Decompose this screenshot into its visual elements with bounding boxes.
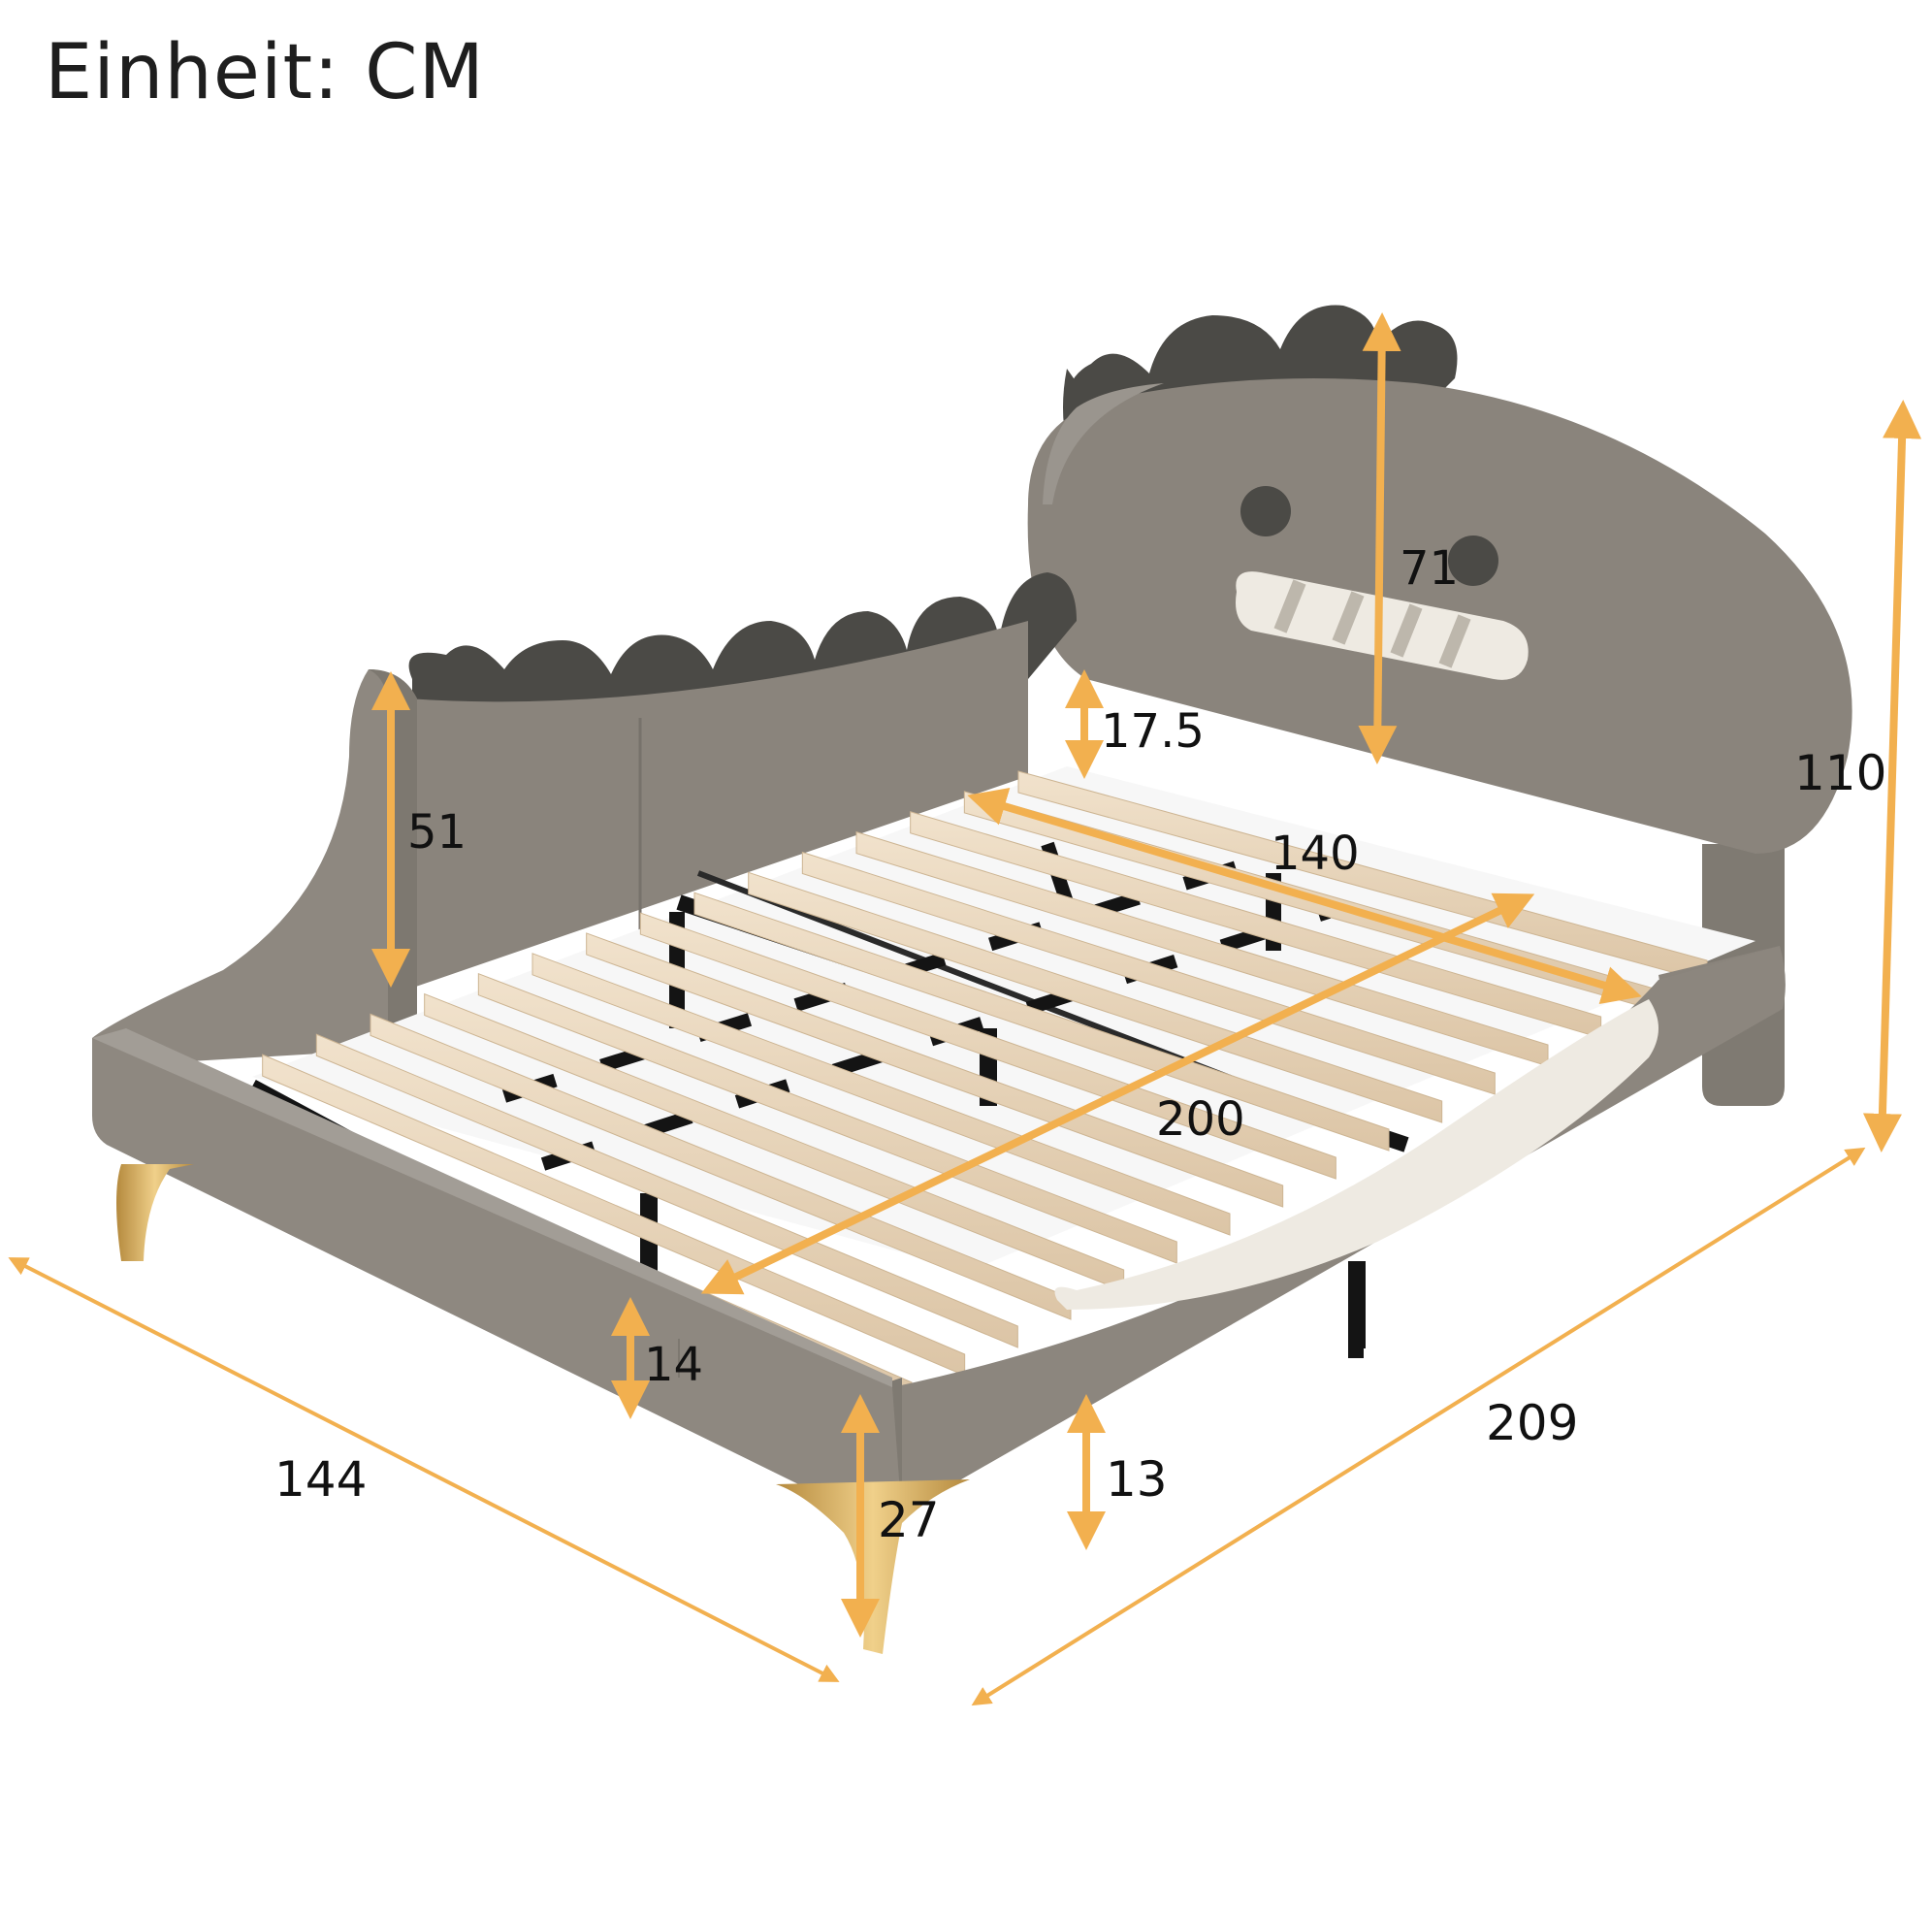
side-rail-left [92, 572, 1077, 1067]
label-outer-width: 144 [274, 1451, 368, 1508]
arrow-headboard-height [1358, 312, 1401, 764]
arrow-outer-width [8, 1257, 840, 1682]
label-slat-clearance: 17.5 [1101, 704, 1205, 759]
dimension-arrows [8, 312, 1922, 1706]
leg-front-left [116, 1164, 194, 1261]
label-total-height: 110 [1794, 745, 1887, 801]
label-leg-height: 27 [878, 1492, 940, 1548]
label-outer-length: 209 [1486, 1395, 1579, 1451]
label-side-rail-height: 51 [407, 805, 467, 860]
label-rail-thickness: 14 [644, 1338, 704, 1392]
arrow-total-height [1862, 400, 1922, 1152]
arrow-outer-length [971, 1147, 1866, 1706]
leg-front-corner [776, 1479, 970, 1654]
label-headboard-height: 71 [1400, 541, 1460, 596]
unit-title: Einheit: CM [45, 29, 485, 116]
headboard-eye-right [1448, 536, 1498, 586]
label-ground-clearance: 13 [1106, 1451, 1168, 1508]
label-inner-length: 200 [1156, 1092, 1245, 1147]
headboard-eye-left [1240, 486, 1291, 536]
arrow-inner-length [700, 893, 1535, 1295]
label-inner-width: 140 [1271, 827, 1360, 881]
